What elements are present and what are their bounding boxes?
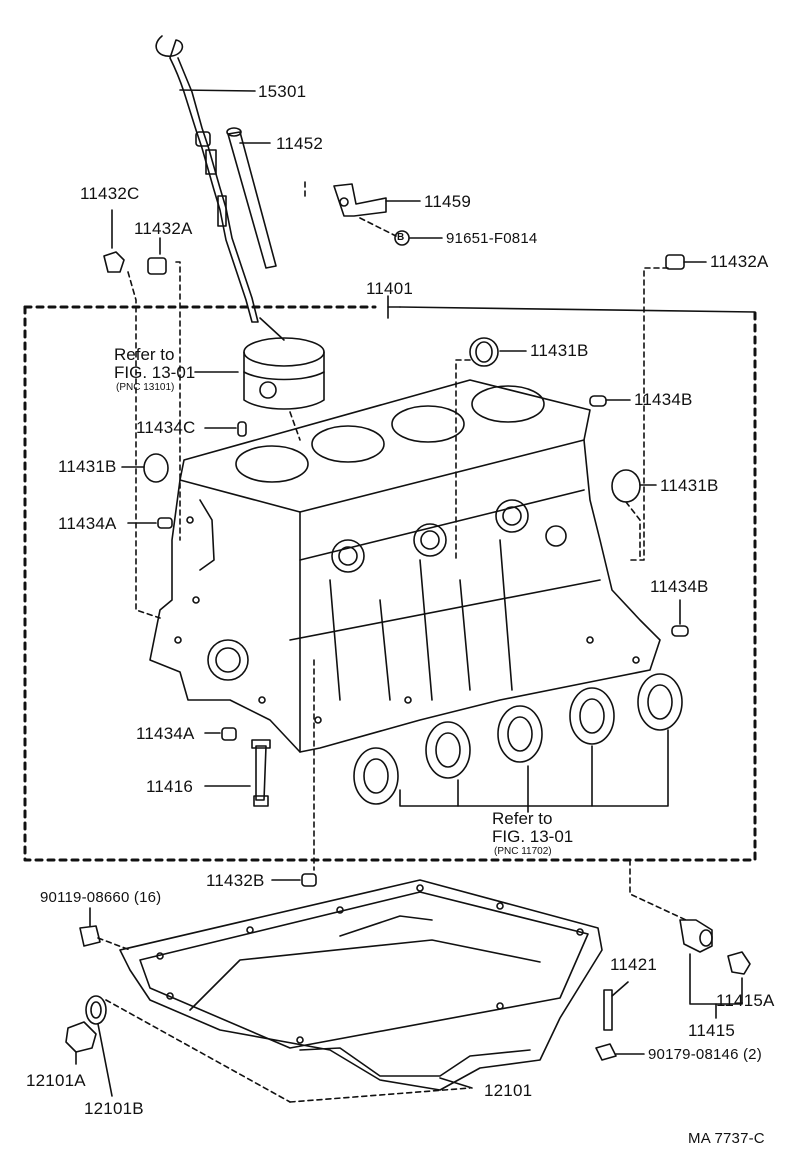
main-bearings (353, 673, 683, 813)
label-gasket: 12101B (84, 1099, 144, 1118)
pin-11434b-lower (671, 599, 689, 637)
ref-bearing-line1: Refer to (492, 809, 553, 828)
ref-piston-line1: Refer to (114, 345, 175, 364)
guide-bracket (304, 181, 443, 239)
plug-11432a-left (147, 237, 181, 541)
label-stud: 11416 (146, 777, 194, 796)
plug-11431b-left (121, 453, 169, 483)
label-pin-a-left: 11434A (58, 514, 117, 533)
pan-stud (603, 981, 629, 1031)
label-plug-b-bottom: 11432B (206, 871, 265, 890)
label-plug-a-left: 11432A (134, 219, 193, 238)
ref-bearing-line2: FIG. 13-01 (492, 827, 574, 846)
label-oil-pan: 12101 (484, 1081, 533, 1100)
ref-bearing-pnc: (PNC 11702) (494, 846, 552, 857)
label-bracket: 11459 (424, 192, 472, 211)
plug-11432a-right (629, 254, 707, 561)
label-pin-a-lower: 11434A (136, 724, 195, 743)
dipstick-guide (226, 127, 277, 269)
oil-dipstick (155, 35, 259, 323)
diagram-code: MA 7737-C (688, 1130, 765, 1147)
drain-plug-12101a (65, 1021, 97, 1065)
stud-11416 (204, 739, 271, 807)
label-plug-b-right: 11431B (660, 476, 719, 495)
plug-11432c (103, 209, 161, 619)
label-dipstick: 15301 (258, 82, 307, 101)
plug-11431b-right (611, 469, 657, 561)
drain-set (629, 859, 751, 1019)
pin-11434a-lower (204, 727, 237, 741)
plug-11432b-bottom (271, 659, 317, 887)
label-plug-c: 11432C (80, 184, 140, 203)
label-plug-b-top: 11431B (530, 341, 589, 360)
piston (194, 317, 325, 441)
label-block-assy: 11401 (366, 279, 414, 298)
plug-11431b-top (455, 337, 527, 561)
label-drain-plug-assy: 11415A (716, 991, 775, 1010)
pan-nut (595, 1043, 645, 1061)
pin-11434b-right (589, 395, 631, 407)
pan-bolt (79, 907, 131, 951)
label-drain-set: 11415 (688, 1021, 736, 1040)
label-drain-plug: 12101A (26, 1071, 86, 1090)
label-stud-pan: 11421 (610, 955, 658, 974)
label-guide: 11452 (276, 134, 324, 153)
bolt-b-mark: B (397, 232, 405, 243)
ref-piston-line2: FIG. 13-01 (114, 363, 196, 382)
label-pin-c: 11434C (136, 418, 196, 437)
oil-pan (119, 879, 603, 1091)
ref-piston-pnc: (PNC 13101) (116, 382, 175, 393)
label-bolt-b: 91651-F0814 (446, 230, 538, 247)
gasket-12101b (85, 995, 471, 1103)
cylinder-block (149, 379, 661, 753)
bolt-b-icon (394, 230, 410, 246)
label-bolt-pan: 90119-08660 (16) (40, 889, 162, 906)
label-plug-a-right: 11432A (710, 252, 769, 271)
label-pin-b-lower: 11434B (650, 577, 709, 596)
label-pin-b-right: 11434B (634, 390, 693, 409)
pin-11434c (204, 421, 247, 437)
pin-11434a-left (127, 517, 173, 529)
block-assembly-frame (23, 295, 757, 862)
label-nut-pan: 90179-08146 (2) (648, 1046, 762, 1063)
label-plug-b-left: 11431B (58, 457, 117, 476)
